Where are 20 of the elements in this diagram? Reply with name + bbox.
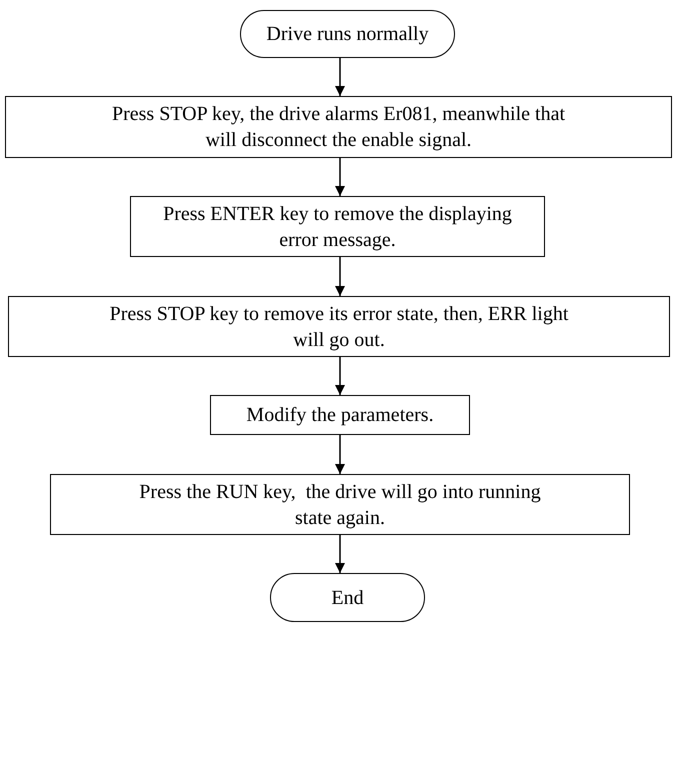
step-text: Press ENTER key to remove the displaying error message. <box>162 202 513 252</box>
arrow <box>335 158 345 196</box>
process-box <box>130 196 545 257</box>
step-text: Drive runs normally <box>266 22 429 47</box>
arrow <box>335 535 345 573</box>
process-box <box>210 395 470 435</box>
step-text: Press STOP key to remove its error state, then, ERR light will go out. <box>108 302 570 352</box>
step-text: Modify the parameters. <box>246 403 434 428</box>
arrow <box>335 435 345 474</box>
process-box <box>5 96 672 158</box>
step-text: Press STOP key, the drive alarms Er081, meanwhile that will disconnect the enable signal. <box>110 102 566 153</box>
process-box <box>50 474 630 535</box>
terminal-box <box>240 10 455 58</box>
arrow <box>335 257 345 296</box>
arrow <box>335 58 345 96</box>
step-text: Press the RUN key, the drive will go into running state again. <box>138 480 542 530</box>
arrow <box>335 357 345 395</box>
step-text: End <box>331 586 364 610</box>
process-box <box>8 296 670 357</box>
terminal-box <box>270 573 425 622</box>
